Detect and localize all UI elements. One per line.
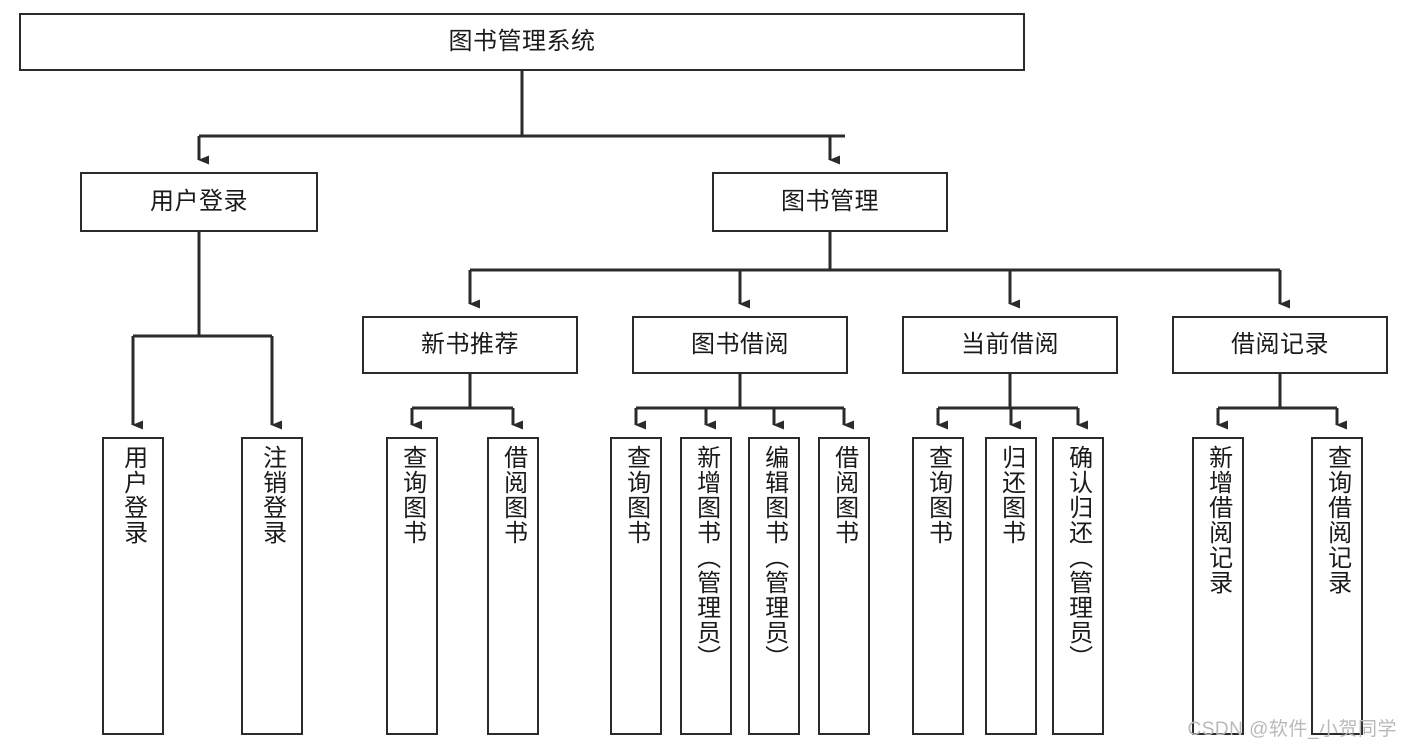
csdn-watermark: CSDN @软件_小贺同学 <box>1187 719 1397 740</box>
leaf-add-borrow-record-label: 新增借阅记录 <box>1204 445 1232 595</box>
node-user-login[interactable]: 用户登录 <box>80 172 318 232</box>
leaf-borrow-book-rec[interactable]: 借阅图书 <box>487 437 539 735</box>
leaf-edit-book-admin-label: 编辑图书（管理员） <box>760 445 788 670</box>
node-current-borrowing[interactable]: 当前借阅 <box>902 316 1118 374</box>
leaf-borrow-book[interactable]: 借阅图书 <box>818 437 870 735</box>
leaf-edit-book-admin[interactable]: 编辑图书（管理员） <box>748 437 800 735</box>
leaf-logout-label: 注销登录 <box>258 445 286 545</box>
node-current-borrowing-label: 当前借阅 <box>961 330 1059 358</box>
leaf-add-borrow-record[interactable]: 新增借阅记录 <box>1192 437 1244 735</box>
leaf-query-borrow-record-label: 查询借阅记录 <box>1323 445 1351 595</box>
leaf-return-book[interactable]: 归还图书 <box>985 437 1037 735</box>
leaf-confirm-return-admin-label: 确认归还（管理员） <box>1064 445 1092 670</box>
node-root-label: 图书管理系统 <box>448 27 596 55</box>
leaf-add-book-admin[interactable]: 新增图书（管理员） <box>680 437 732 735</box>
leaf-query-book-rec[interactable]: 查询图书 <box>386 437 438 735</box>
node-book-borrowing[interactable]: 图书借阅 <box>632 316 848 374</box>
node-new-book-recommendation[interactable]: 新书推荐 <box>362 316 578 374</box>
node-root[interactable]: 图书管理系统 <box>19 13 1025 71</box>
leaf-query-book-rec-label: 查询图书 <box>398 445 426 545</box>
node-book-borrowing-label: 图书借阅 <box>691 330 789 358</box>
node-book-management-label: 图书管理 <box>781 187 879 215</box>
leaf-borrow-book-rec-label: 借阅图书 <box>499 445 527 545</box>
leaf-query-book-current[interactable]: 查询图书 <box>912 437 964 735</box>
node-book-management[interactable]: 图书管理 <box>712 172 948 232</box>
leaf-query-borrow-record[interactable]: 查询借阅记录 <box>1311 437 1363 735</box>
leaf-borrow-book-label: 借阅图书 <box>830 445 858 545</box>
leaf-add-book-admin-label: 新增图书（管理员） <box>692 445 720 670</box>
leaf-logout[interactable]: 注销登录 <box>241 437 303 735</box>
node-user-login-label: 用户登录 <box>150 187 248 215</box>
node-borrowing-record-label: 借阅记录 <box>1231 330 1329 358</box>
leaf-user-login-label: 用户登录 <box>119 445 147 545</box>
node-borrowing-record[interactable]: 借阅记录 <box>1172 316 1388 374</box>
leaf-user-login[interactable]: 用户登录 <box>102 437 164 735</box>
leaf-query-book-current-label: 查询图书 <box>924 445 952 545</box>
leaf-query-book-borrow-label: 查询图书 <box>622 445 650 545</box>
node-new-book-recommendation-label: 新书推荐 <box>421 330 519 358</box>
leaf-query-book-borrow[interactable]: 查询图书 <box>610 437 662 735</box>
leaf-return-book-label: 归还图书 <box>997 445 1025 545</box>
leaf-confirm-return-admin[interactable]: 确认归还（管理员） <box>1052 437 1104 735</box>
